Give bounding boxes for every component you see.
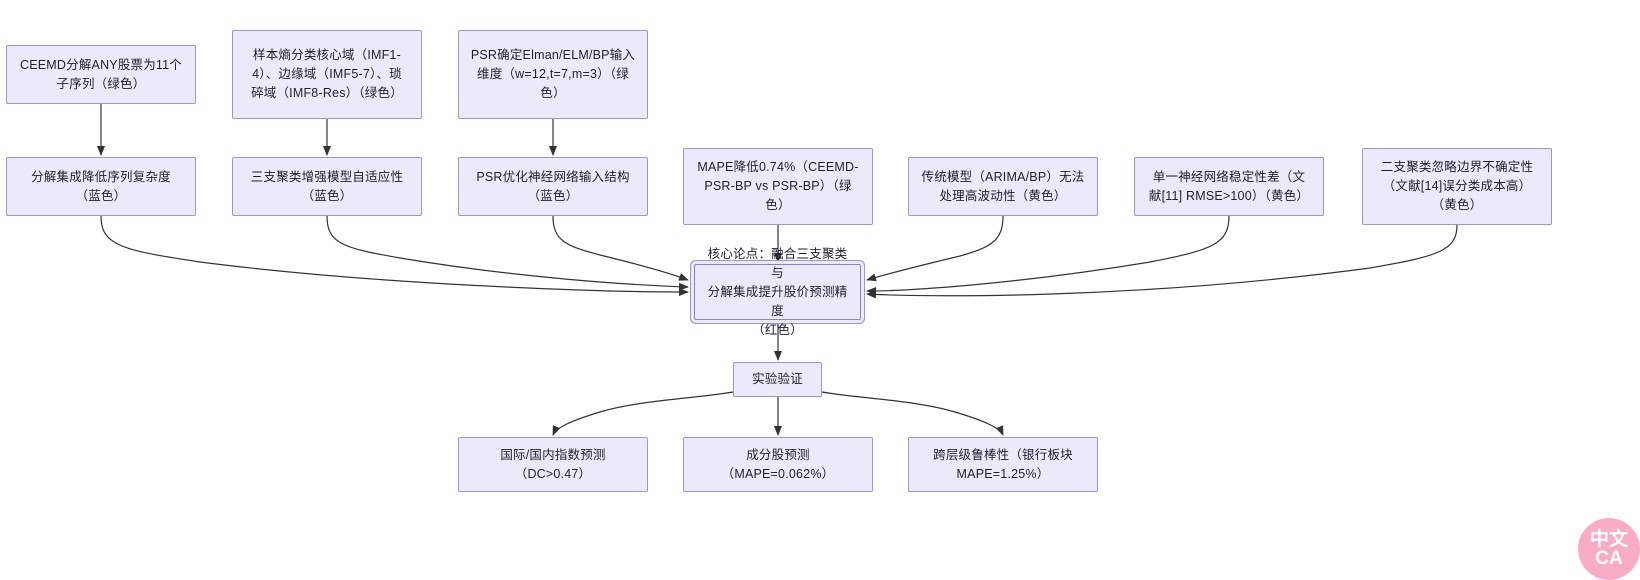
node-experiment-validation[interactable]: 实验验证	[733, 362, 822, 397]
node-index-prediction-result[interactable]: 国际/国内指数预测 （DC>0.47）	[458, 437, 648, 492]
node-label: 样本熵分类核心域（IMF1- 4）、边缘域（IMF5-7）、琐 碎域（IMF8-…	[251, 48, 403, 100]
node-label: 单一神经网络稳定性差（文 献[11] RMSE>100）（黄色）	[1148, 169, 1310, 203]
node-label: 实验验证	[752, 372, 803, 386]
node-core-thesis[interactable]: 核心论点：融合三支聚类与 分解集成提升股价预测精度 （红色）	[694, 247, 861, 337]
edge-n5-core	[326, 215, 689, 291]
node-label: 二支聚类忽略边界不确定性 （文献[14]误分类成本高） （黄色）	[1380, 160, 1534, 212]
node-label: 核心论点：融合三支聚类与 分解集成提升股价预测精度 （红色）	[707, 246, 848, 337]
edge-n8-core	[866, 215, 1004, 282]
node-cross-level-robustness-result[interactable]: 跨层级鲁棒性（银行板块 MAPE=1.25%）	[908, 437, 1098, 492]
node-label: MAPE降低0.74%（CEEMD- PSR-BP vs PSR-BP）（绿 色…	[697, 160, 859, 212]
node-label: PSR优化神经网络输入结构 （蓝色）	[476, 169, 630, 203]
node-label: CEEMD分解ANY股票为11个 子序列（绿色）	[19, 57, 183, 91]
edge-exp-r3	[821, 391, 1004, 436]
node-two-way-clustering-boundary[interactable]: 二支聚类忽略边界不确定性 （文献[14]误分类成本高） （黄色）	[1362, 148, 1552, 225]
watermark-label: 中文 CA	[1589, 529, 1628, 569]
node-label: PSR确定Elman/ELM/BP输入 维度（w=12,t=7,m=3）（绿 色…	[470, 48, 636, 100]
node-ceemd-decomposition[interactable]: CEEMD分解ANY股票为11个 子序列（绿色）	[6, 45, 196, 104]
node-traditional-model-limitation[interactable]: 传统模型（ARIMA/BP）无法 处理高波动性（黄色）	[908, 157, 1098, 216]
node-sample-entropy-classification[interactable]: 样本熵分类核心域（IMF1- 4）、边缘域（IMF5-7）、琐 碎域（IMF8-…	[232, 30, 422, 119]
node-label: 三支聚类增强模型自适应性 （蓝色）	[250, 169, 404, 203]
node-single-network-instability[interactable]: 单一神经网络稳定性差（文 献[11] RMSE>100）（黄色）	[1134, 157, 1324, 216]
edge-n6-core	[552, 215, 689, 281]
node-mape-reduction[interactable]: MAPE降低0.74%（CEEMD- PSR-BP vs PSR-BP）（绿 色…	[683, 148, 873, 225]
edge-n9-core	[866, 215, 1230, 295]
node-three-way-clustering-adaptivity[interactable]: 三支聚类增强模型自适应性 （蓝色）	[232, 157, 422, 216]
node-label: 跨层级鲁棒性（银行板块 MAPE=1.25%）	[933, 447, 1073, 481]
node-label: 成分股预测 （MAPE=0.062%）	[721, 447, 835, 481]
watermark-badge: 中文 CA	[1578, 518, 1640, 580]
node-psr-input-dimension[interactable]: PSR确定Elman/ELM/BP输入 维度（w=12,t=7,m=3）（绿 色…	[458, 30, 648, 119]
node-label: 传统模型（ARIMA/BP）无法 处理高波动性（黄色）	[921, 169, 1085, 203]
edge-exp-r1	[552, 391, 734, 436]
node-psr-optimizes-network-input[interactable]: PSR优化神经网络输入结构 （蓝色）	[458, 157, 648, 216]
node-component-stock-result[interactable]: 成分股预测 （MAPE=0.062%）	[683, 437, 873, 492]
edge-n10-core	[866, 224, 1458, 299]
edge-n4-core	[100, 215, 689, 296]
node-label: 分解集成降低序列复杂度 （蓝色）	[31, 169, 171, 203]
node-label: 国际/国内指数预测 （DC>0.47）	[500, 447, 606, 481]
node-decomposition-reduces-complexity[interactable]: 分解集成降低序列复杂度 （蓝色）	[6, 157, 196, 216]
